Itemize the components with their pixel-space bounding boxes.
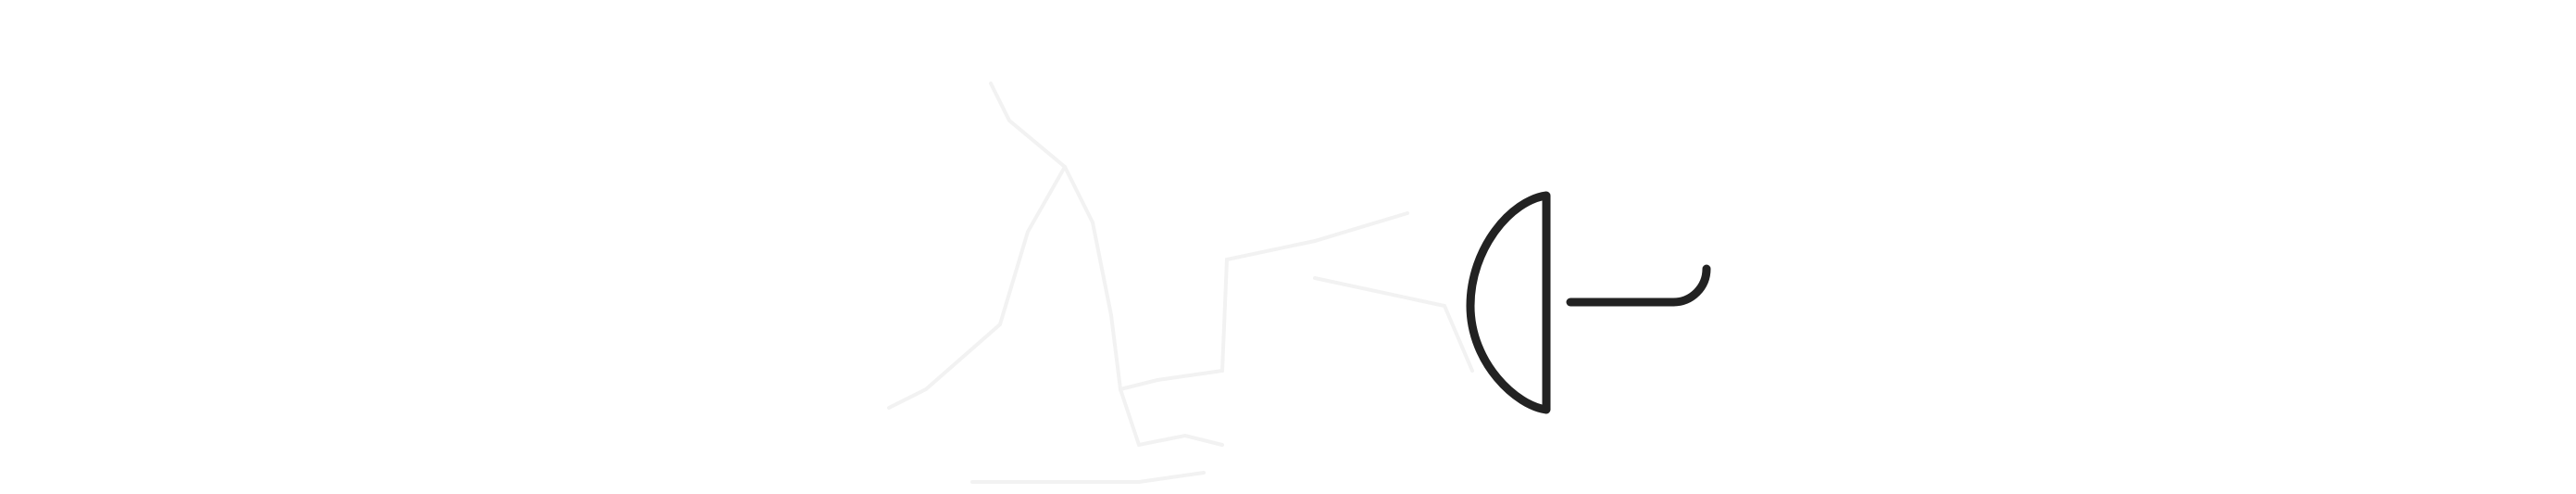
umbrella-icon	[1466, 191, 1711, 414]
faint-background-sketch	[887, 82, 1474, 484]
umbrella-canopy	[1466, 191, 1551, 414]
umbrella-handle	[1669, 264, 1711, 307]
